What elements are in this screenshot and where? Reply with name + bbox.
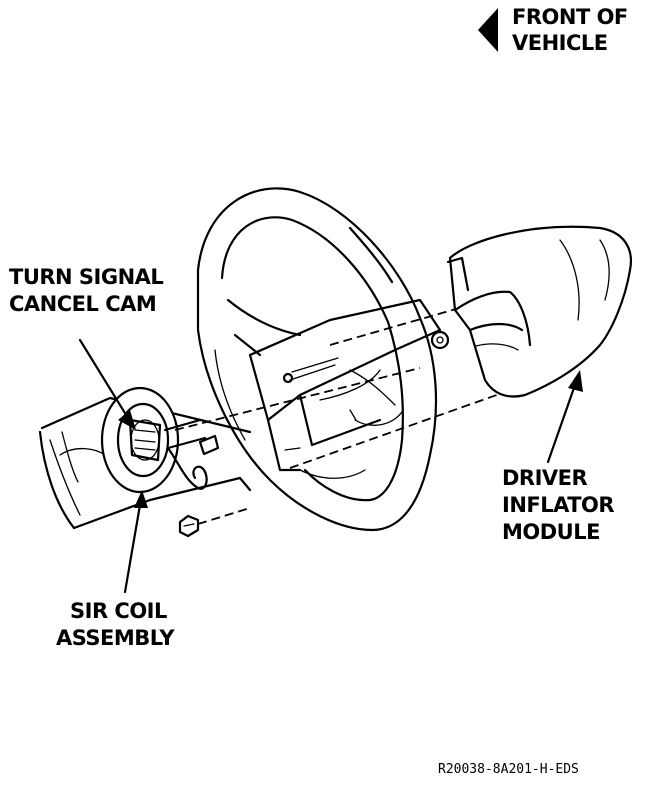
wire-connector xyxy=(166,434,220,490)
driver-inflator-module-label-line2: INFLATOR xyxy=(502,493,615,517)
leader-arrows xyxy=(78,338,583,594)
sir-coil-assembly-label-line1: SIR COIL xyxy=(70,599,167,623)
driver-inflator-module-label-line1: DRIVER xyxy=(502,466,588,490)
front-of-vehicle-label-line2: VEHICLE xyxy=(512,31,608,55)
steering-wheel xyxy=(196,187,442,532)
sir-coil-assembly-label-line2: ASSEMBLY xyxy=(56,626,175,650)
steering-column xyxy=(38,396,252,530)
shaft-centerline xyxy=(174,367,421,431)
sir-coil-assembly xyxy=(100,386,207,494)
turn-signal-cancel-cam-label-line1: TURN SIGNAL xyxy=(9,265,164,289)
driver-inflator-module xyxy=(430,225,632,398)
driver-inflator-module-label-line3: MODULE xyxy=(502,520,600,544)
front-of-vehicle-label-line1: FRONT OF xyxy=(512,5,628,29)
mounting-screw xyxy=(178,507,251,538)
front-of-vehicle-arrow xyxy=(478,8,498,52)
module-centerline-upper xyxy=(329,304,471,346)
turn-signal-cancel-cam-label-line2: CANCEL CAM xyxy=(9,292,157,316)
module-centerline-lower xyxy=(289,384,526,469)
figure-code: R20038-8A201-H-EDS xyxy=(438,762,579,777)
